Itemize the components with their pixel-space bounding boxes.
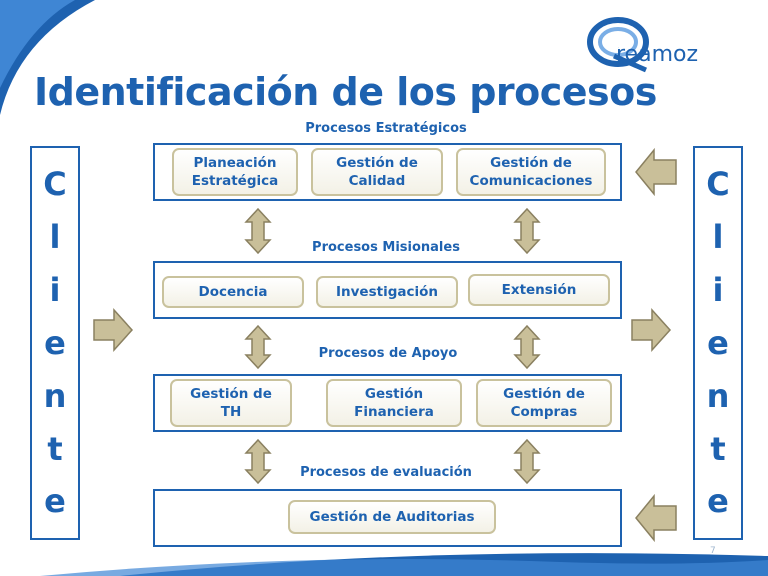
double-arrow-icon — [244, 324, 272, 370]
logo-text: reamoz — [616, 42, 699, 67]
double-arrow-icon — [513, 438, 541, 485]
qreamoz-logo: Q — [587, 17, 649, 73]
cliente-left-letter: l — [49, 218, 61, 257]
cliente-left-letter: e — [44, 482, 66, 521]
double-arrow-icon — [244, 438, 272, 485]
cliente-left-letter: n — [43, 376, 67, 415]
cliente-left-letter: i — [49, 271, 61, 310]
arrow-right-icon — [93, 308, 134, 352]
cliente-left-column: C l i e n t e — [30, 146, 80, 540]
cliente-left-letter: e — [44, 323, 66, 362]
process-gestion-compras: Gestión de Compras — [476, 379, 612, 427]
page-title: Identificación de los procesos — [34, 70, 657, 114]
cliente-right-letter: C — [706, 165, 730, 204]
double-arrow-icon — [513, 207, 541, 255]
process-gestion-calidad: Gestión de Calidad — [311, 148, 443, 196]
label-procesos-apoyo: Procesos de Apoyo — [318, 346, 458, 361]
cliente-right-letter: l — [712, 218, 724, 257]
label-procesos-estrategicos: Procesos Estratégicos — [305, 121, 467, 136]
cliente-right-letter: n — [706, 376, 730, 415]
process-gestion-auditorias: Gestión de Auditorias — [288, 500, 496, 534]
cliente-left-letter: C — [43, 165, 67, 204]
logo-initial: Q — [618, 47, 619, 49]
double-arrow-icon — [244, 207, 272, 255]
arrow-right-icon — [631, 308, 672, 352]
process-gestion-comunicaciones: Gestión de Comunicaciones — [456, 148, 606, 196]
process-extension: Extensión — [468, 274, 610, 306]
cliente-right-column: C l i e n t e — [693, 146, 743, 540]
process-docencia: Docencia — [162, 276, 304, 308]
arrow-left-icon — [635, 493, 677, 543]
cliente-right-letter: e — [707, 482, 729, 521]
label-procesos-evaluacion: Procesos de evaluación — [300, 465, 472, 480]
cliente-right-letter: e — [707, 323, 729, 362]
cliente-right-letter: t — [710, 429, 726, 468]
arrow-left-icon — [635, 147, 677, 197]
label-procesos-misionales: Procesos Misionales — [312, 240, 460, 255]
process-gestion-financiera: Gestión Financiera — [326, 379, 462, 427]
process-planeacion-estrategica: Planeación Estratégica — [172, 148, 298, 196]
double-arrow-icon — [513, 324, 541, 370]
process-gestion-th: Gestión de TH — [170, 379, 292, 427]
cliente-left-letter: t — [47, 429, 63, 468]
page-number: 7 — [710, 546, 716, 556]
cliente-right-letter: i — [712, 271, 724, 310]
process-investigacion: Investigación — [316, 276, 458, 308]
